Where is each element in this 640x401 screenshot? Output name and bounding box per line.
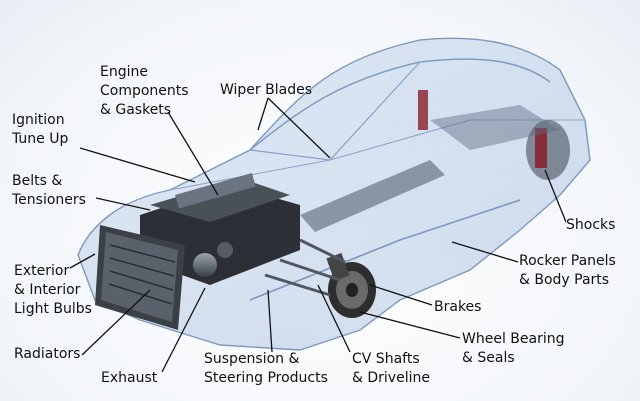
label-belts: Belts & Tensioners xyxy=(12,173,86,208)
leader-suspension xyxy=(267,289,273,353)
leader-wiper-1 xyxy=(257,97,269,131)
label-wheel-bearing: Wheel Bearing & Seals xyxy=(462,331,565,366)
leader-radiators xyxy=(81,289,151,356)
label-ignition: Ignition Tune Up xyxy=(12,112,69,147)
front-suspension xyxy=(264,238,346,297)
leader-rocker xyxy=(451,241,519,263)
driveshaft-tunnel xyxy=(300,160,445,232)
label-radiators: Radiators xyxy=(14,346,81,362)
label-cv-shafts: CV Shafts & Driveline xyxy=(352,351,430,386)
leader-lights xyxy=(69,253,96,269)
leader-brakes xyxy=(369,284,433,306)
label-engine-components: Engine Components & Gaskets xyxy=(100,64,189,118)
leader-shocks xyxy=(544,169,567,223)
leader-belts xyxy=(95,197,151,211)
label-suspension: Suspension & Steering Products xyxy=(204,351,328,386)
leader-lines xyxy=(69,97,567,373)
leader-exhaust xyxy=(161,287,206,373)
rear-subframe xyxy=(430,105,560,150)
rear-shock-absorbers xyxy=(418,90,547,168)
leader-ignition xyxy=(79,147,196,183)
label-shocks: Shocks xyxy=(566,217,616,233)
leader-engine xyxy=(167,111,219,196)
label-wiper-blades: Wiper Blades xyxy=(220,82,312,98)
label-exhaust: Exhaust xyxy=(101,370,158,386)
front-brake-assembly xyxy=(326,252,376,318)
car-rocker-line xyxy=(249,199,521,301)
radiator xyxy=(95,225,185,330)
leader-wheel xyxy=(359,311,461,339)
label-light-bulbs: Exterior & Interior Light Bulbs xyxy=(14,263,92,317)
label-brakes: Brakes xyxy=(434,299,482,315)
leader-wiper-2 xyxy=(267,97,331,159)
label-rocker-panels: Rocker Panels & Body Parts xyxy=(519,253,616,288)
leader-cv xyxy=(317,284,351,353)
